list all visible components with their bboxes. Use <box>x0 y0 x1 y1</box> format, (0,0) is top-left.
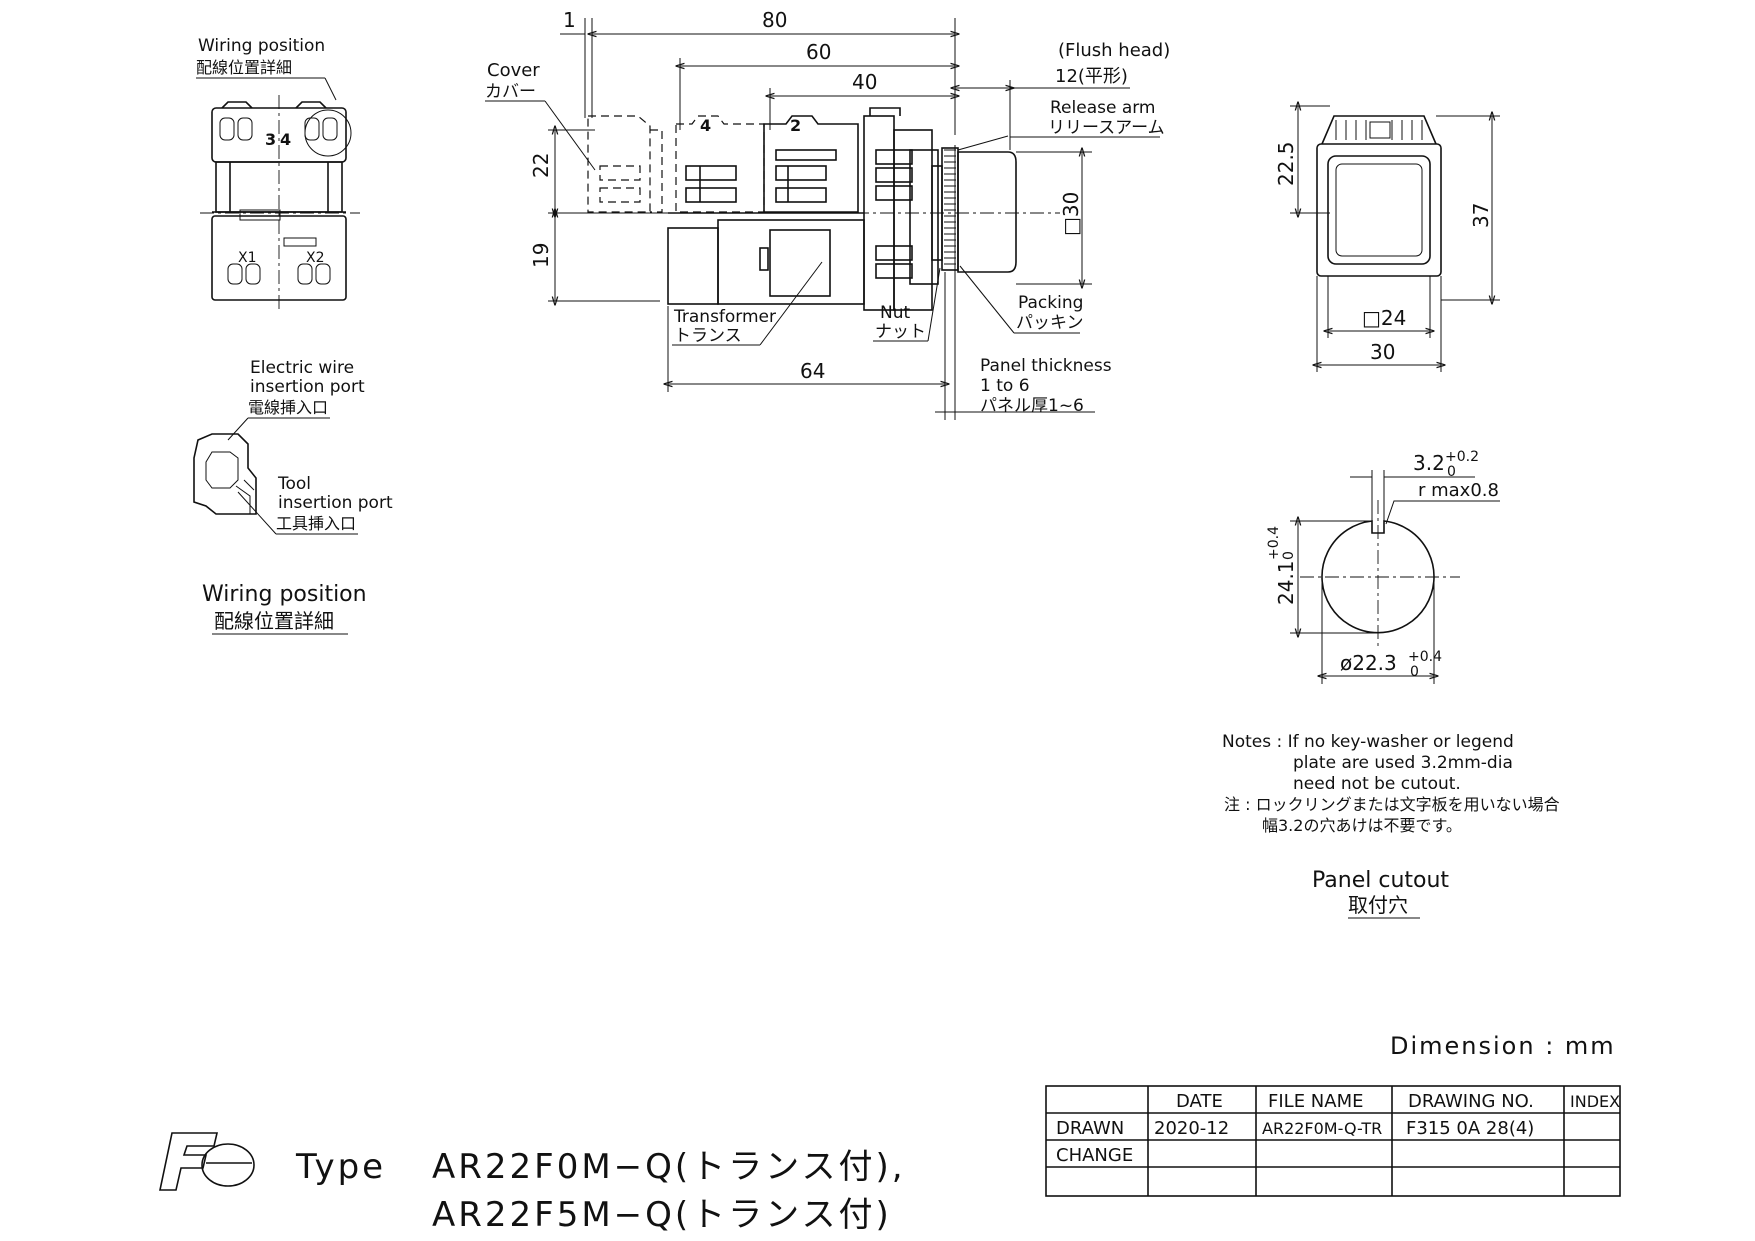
note-en-2: plate are used 3.2mm-dia <box>1293 753 1513 773</box>
row-change-label: CHANGE <box>1056 1145 1133 1166</box>
wire-port-body <box>193 433 257 515</box>
contact-2-label: 2 <box>790 116 801 135</box>
release-arm-label: Release arm <box>1050 98 1156 118</box>
panel-thickness-jp: パネル厚1~6 <box>980 396 1084 416</box>
dim-80-label: 80 <box>762 8 787 32</box>
wire-insertion-detail: Electric wire insertion port 電線挿入口 Tool … <box>193 358 393 635</box>
contact-4-label: 4 <box>700 116 711 135</box>
cut-dia-tol-upper: +0.4 <box>1408 649 1442 665</box>
dim-37-label: 37 <box>1469 203 1493 228</box>
terminal-3-label: 3 <box>265 130 276 149</box>
note-jp-2: 幅3.2の穴あけは不要です。 <box>1262 816 1462 835</box>
cover-label-jp: カバー <box>485 82 536 102</box>
flush-head <box>957 151 1017 273</box>
nut-label-jp: ナット <box>875 322 926 342</box>
panel-thickness-range: 1 to 6 <box>980 376 1030 396</box>
wiring-position-caption-jp: 配線位置詳細 <box>214 609 334 633</box>
row-drawn-date: 2020-12 <box>1154 1118 1229 1139</box>
packing-label: Packing <box>1018 293 1083 313</box>
row-drawn-file: AR22F0M-Q-TR <box>1262 1119 1382 1138</box>
cutout-outline <box>1321 520 1435 634</box>
dim-30-label: 30 <box>1370 340 1395 364</box>
cover-label: Cover <box>487 60 540 81</box>
front-outline <box>1316 143 1442 277</box>
flush-head-dim-label: 12(平形) <box>1055 66 1128 87</box>
cut-height-tol-lower: 0 <box>1281 551 1297 560</box>
r-max-label: r max0.8 <box>1418 480 1499 501</box>
wiring-position-top-label: Wiring position <box>198 36 325 56</box>
transformer-block <box>667 212 865 305</box>
contact-block-2: 2 <box>763 115 859 213</box>
key-width-tol-upper: +0.2 <box>1445 449 1479 465</box>
tool-label-1: Tool <box>277 474 311 494</box>
contact-block-4: 4 <box>675 115 765 213</box>
operator-body <box>863 107 939 311</box>
note-en-1: Notes : If no key-washer or legend <box>1222 732 1514 752</box>
dim-sq24-label: □24 <box>1362 306 1406 330</box>
note-jp-1: 注 : ロックリングまたは文字板を用いない場合 <box>1224 795 1560 814</box>
terminal-x2-label: X2 <box>306 250 325 266</box>
model-line-1: AR22F0M−Q(トランス付), <box>432 1147 906 1187</box>
wiring-position-top-jp: 配線位置詳細 <box>196 58 292 77</box>
model-line-2: AR22F5M−Q(トランス付) <box>432 1195 892 1235</box>
tool-label-jp: 工具挿入口 <box>276 514 356 533</box>
dim-60-label: 60 <box>806 40 831 64</box>
row-drawn-number: F315 0A 28(4) <box>1406 1118 1534 1139</box>
key-width-label: 3.2 <box>1413 451 1445 475</box>
panel-cutout-view: 3.2 +0.2 0 r max0.8 24.1 +0.4 0 ø22.3 +0… <box>1266 449 1500 684</box>
title-block: DATE FILE NAME DRAWING NO. INDEX DRAWN 2… <box>1045 1085 1621 1197</box>
panel-cutout-caption: Panel cutout <box>1312 868 1449 893</box>
electric-wire-label-1: Electric wire <box>250 358 354 378</box>
cut-dia-label: ø22.3 <box>1340 651 1397 675</box>
electric-wire-label-jp: 電線挿入口 <box>248 398 328 417</box>
panel-cutout-caption-jp: 取付穴 <box>1348 893 1408 917</box>
dim-sq30-label: □30 <box>1059 192 1083 236</box>
type-label: Type <box>295 1147 386 1187</box>
header-file-name: FILE NAME <box>1268 1091 1363 1112</box>
release-arm-label-jp: リリースアーム <box>1048 118 1165 138</box>
flush-head-label: (Flush head) <box>1058 40 1170 61</box>
dim-64-label: 64 <box>800 359 825 383</box>
dim-40-label: 40 <box>852 70 877 94</box>
cut-dia-tol-lower: 0 <box>1410 664 1419 680</box>
panel-thickness-label: Panel thickness <box>980 356 1112 376</box>
tool-label-2: insertion port <box>278 493 393 513</box>
transformer-label: Transformer <box>673 307 776 327</box>
dim-19-label: 19 <box>529 243 553 268</box>
nut-label: Nut <box>880 303 910 323</box>
cut-height-tol-upper: +0.4 <box>1266 526 1282 560</box>
dim-22-label: 22 <box>529 153 553 178</box>
row-drawn-label: DRAWN <box>1056 1118 1124 1139</box>
notes: Notes : If no key-washer or legend plate… <box>1222 732 1560 835</box>
packing-label-jp: パッキン <box>1016 313 1084 333</box>
wiring-position-view: Wiring position 配線位置詳細 3 4 X1 X2 <box>196 36 360 310</box>
cut-height-label: 24.1 <box>1274 560 1298 605</box>
logo-text: Fe <box>0 0 16 4</box>
transformer-label-jp: トランス <box>674 326 742 346</box>
terminal-4-label: 4 <box>280 130 291 149</box>
electric-wire-label-2: insertion port <box>250 377 365 397</box>
side-view: 1 80 60 40 (Flush head) 12(平形) Cover カバー… <box>485 8 1170 420</box>
wiring-position-caption: Wiring position <box>202 582 367 607</box>
header-index: INDEX <box>1570 1092 1620 1111</box>
fuji-logo: Fe <box>0 0 255 1191</box>
front-view: 22.5 37 □24 30 <box>1274 106 1500 372</box>
cover-outline <box>587 115 651 213</box>
dim-22-5-label: 22.5 <box>1274 141 1298 186</box>
dim-1-label: 1 <box>563 8 576 32</box>
dimension-unit: Dimension : mm <box>1390 1032 1616 1060</box>
note-en-3: need not be cutout. <box>1293 774 1461 794</box>
detail-circle <box>304 109 352 157</box>
header-drawing-no: DRAWING NO. <box>1408 1091 1534 1112</box>
key-width-tol-lower: 0 <box>1447 464 1456 480</box>
header-date: DATE <box>1176 1091 1223 1112</box>
terminal-x1-label: X1 <box>238 250 257 266</box>
